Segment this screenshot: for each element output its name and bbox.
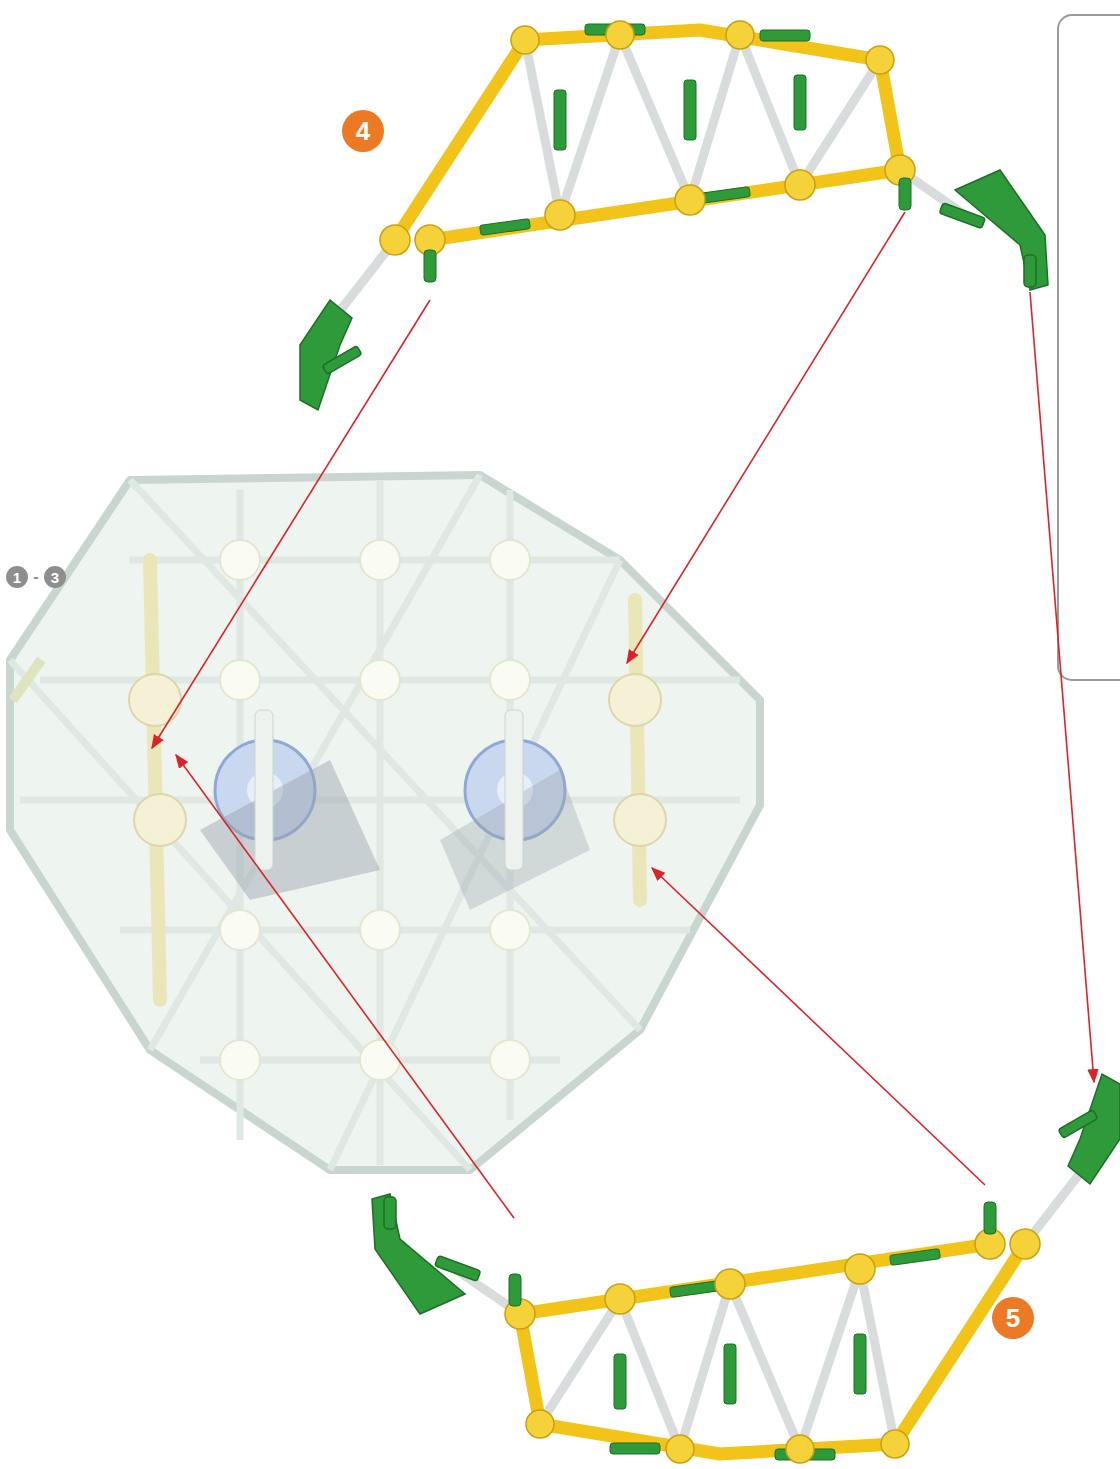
assembly-arrows-part	[152, 300, 430, 748]
callout-number: -	[29, 568, 43, 586]
steps-1-3-assembly-part	[9, 657, 46, 704]
step-4-frame-part	[300, 21, 1048, 410]
steps-1-3-assembly-part-part	[10, 660, 470, 1170]
steps-1-3-assembly-part	[150, 560, 640, 1000]
steps-1-3-assembly-part	[200, 710, 590, 910]
steps-1-3-assembly-part-part	[609, 674, 661, 726]
steps-1-3-assembly-part-part	[360, 540, 400, 580]
assembly-arrows-part	[627, 212, 905, 663]
steps-1-3-assembly-part	[10, 475, 740, 1170]
steps-1-3-assembly-part-part	[360, 1040, 400, 1080]
side-note-panel	[1058, 15, 1120, 680]
steps-1-3-assembly-part-part	[129, 674, 181, 726]
step-5-frame-part	[372, 1074, 1120, 1463]
steps-1-3-assembly-part-part	[220, 660, 260, 700]
steps-1-3-assembly-part-part	[150, 560, 160, 1000]
steps-1-3-assembly-part	[129, 674, 666, 846]
steps-1-3-assembly-part-part	[360, 910, 400, 950]
assembly-arrows	[152, 212, 1094, 1218]
steps-1-3-assembly-part-part	[360, 660, 400, 700]
steps-1-3-assembly-part-part	[505, 710, 523, 870]
steps-1-3-assembly-part	[10, 475, 760, 1170]
step-4-frame	[300, 21, 1048, 410]
step-5-frame	[372, 1074, 1120, 1463]
steps-1-3-assembly-part-part	[490, 660, 530, 700]
steps-1-3-assembly-part-part	[255, 710, 273, 870]
steps-1-3-assembly-part-part	[134, 794, 186, 846]
steps-1-3-assembly-part-part	[490, 540, 530, 580]
callout-number: 5	[992, 1297, 1034, 1339]
steps-1-3-assembly-part-part	[200, 760, 380, 900]
callout-number: 4	[342, 110, 384, 152]
steps-1-3-assembly-part-part	[120, 927, 690, 934]
steps-1-3-assembly-part-part	[490, 910, 530, 950]
callout-number: 3	[44, 566, 66, 588]
steps-1-3-assembly-part-part	[220, 910, 260, 950]
assembly-arrows-part	[176, 755, 514, 1218]
steps-1-3-assembly-part-part	[220, 1040, 260, 1080]
steps-1-3-assembly-part-part	[490, 1040, 530, 1080]
steps-1-3-assembly	[9, 475, 760, 1170]
assembly-arrows-part	[1030, 292, 1094, 1082]
callout-number: 1	[6, 566, 28, 588]
steps-1-3-assembly-part-part	[614, 794, 666, 846]
steps-1-3-assembly-part-part	[220, 540, 260, 580]
assembly-arrows-part	[652, 868, 985, 1185]
